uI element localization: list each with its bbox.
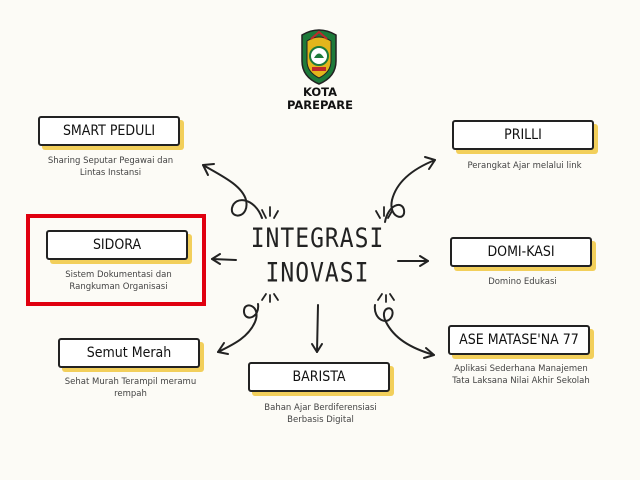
node-domi-kasi-desc: Domino Edukasi bbox=[440, 276, 605, 288]
city-name-line1: KOTA bbox=[302, 85, 338, 99]
arrowhead-barista bbox=[311, 343, 323, 353]
city-emblem-icon bbox=[301, 29, 337, 85]
node-ase-matasena-card: ASE MATASE'NA 77 bbox=[448, 325, 590, 355]
node-ase-matasena-desc: Aplikasi Sederhana Manajemen Tata Laksan… bbox=[436, 363, 606, 387]
center-title: INTEGRASI INOVASI bbox=[250, 222, 385, 291]
node-sidora-desc-line1: Sistem Dokumentasi dan bbox=[65, 270, 172, 280]
node-prilli-desc-line1: Perangkat Ajar melalui link bbox=[467, 161, 582, 171]
node-semut-merah-title: Semut Merah bbox=[86, 345, 172, 361]
node-sidora-card: SIDORA bbox=[46, 230, 188, 260]
node-smart-peduli-desc: Sharing Seputar Pegawai dan Lintas Insta… bbox=[28, 155, 193, 179]
city-name: KOTA PAREPARE bbox=[270, 86, 370, 112]
node-domi-kasi-desc-line1: Domino Edukasi bbox=[488, 277, 557, 287]
node-prilli-card: PRILLI bbox=[452, 120, 594, 150]
node-barista-desc-line1: Bahan Ajar Berdiferensiasi bbox=[264, 403, 377, 413]
node-barista-desc: Bahan Ajar Berdiferensiasi Berbasis Digi… bbox=[238, 402, 403, 426]
node-prilli-desc: Perangkat Ajar melalui link bbox=[442, 160, 607, 172]
arrowhead-prilli bbox=[424, 156, 436, 170]
node-sidora-desc: Sistem Dokumentasi dan Rangkuman Organis… bbox=[36, 269, 201, 293]
sidora-highlight-box bbox=[26, 214, 206, 306]
node-smart-peduli-title: SMART PEDULI bbox=[62, 123, 156, 139]
sparkle-top-right bbox=[375, 206, 393, 219]
node-semut-merah-desc-line2: rempah bbox=[114, 389, 147, 399]
arrow-sidora bbox=[211, 258, 237, 261]
node-domi-kasi-card: DOMI-KASI bbox=[450, 237, 592, 267]
arrow-ase-matasena bbox=[373, 304, 435, 356]
sparkle-bottom-right bbox=[377, 293, 395, 303]
arrowhead-ase-matasena bbox=[423, 347, 435, 359]
node-smart-peduli-desc-line2: Lintas Instansi bbox=[79, 168, 142, 178]
node-barista-title: BARISTA bbox=[292, 369, 346, 385]
node-semut-merah-desc-line1: Sehat Murah Terampil meramu bbox=[64, 377, 197, 387]
sparkle-bottom-left bbox=[261, 293, 279, 303]
node-ase-matasena-title: ASE MATASE'NA 77 bbox=[459, 332, 579, 348]
arrow-barista bbox=[316, 304, 319, 353]
node-ase-matasena-desc-line1: Aplikasi Sederhana Manajemen bbox=[454, 364, 588, 374]
arrowhead-smart-peduli bbox=[202, 163, 215, 176]
node-prilli-title: PRILLI bbox=[504, 127, 542, 143]
node-barista-card: BARISTA bbox=[248, 362, 390, 392]
node-semut-merah-desc: Sehat Murah Terampil meramu rempah bbox=[48, 376, 213, 400]
arrow-smart-peduli bbox=[202, 164, 263, 219]
node-domi-kasi-title: DOMI-KASI bbox=[487, 244, 555, 260]
arrowhead-sidora bbox=[211, 253, 221, 265]
node-smart-peduli-card: SMART PEDULI bbox=[38, 116, 180, 146]
center-title-line1: INTEGRASI bbox=[250, 223, 385, 254]
node-semut-merah-card: Semut Merah bbox=[58, 338, 200, 368]
arrow-semut-merah bbox=[217, 303, 260, 353]
sparkle-top-left bbox=[261, 206, 279, 219]
node-sidora-title: SIDORA bbox=[92, 237, 142, 253]
city-name-line2: PAREPARE bbox=[287, 98, 353, 112]
arrowhead-semut-merah bbox=[217, 342, 229, 355]
node-sidora-desc-line2: Rangkuman Organisasi bbox=[69, 282, 168, 292]
center-title-line2: INOVASI bbox=[265, 258, 370, 289]
node-smart-peduli-desc-line1: Sharing Seputar Pegawai dan bbox=[47, 156, 174, 166]
arrowhead-domi-kasi bbox=[419, 255, 429, 267]
node-ase-matasena-desc-line2: Tata Laksana Nilai Akhir Sekolah bbox=[452, 376, 590, 386]
arrow-prilli bbox=[384, 159, 436, 223]
node-barista-desc-line2: Berbasis Digital bbox=[287, 415, 354, 425]
